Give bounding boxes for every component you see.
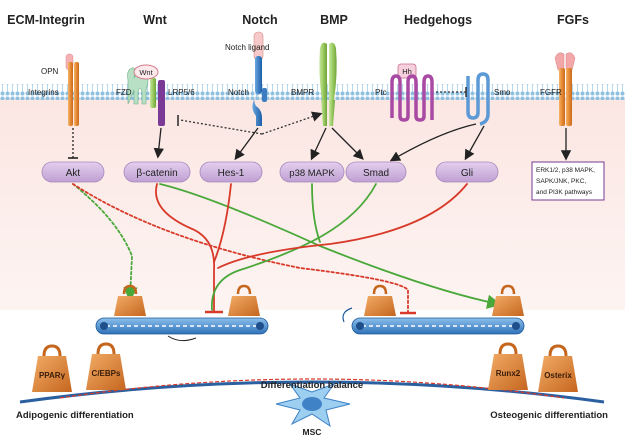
- label-osteogenic-differentiation: Osteogenic differentiation: [490, 410, 608, 421]
- notch-wnt-inhibition: [179, 119, 263, 135]
- osteo-weight-left: [364, 284, 396, 316]
- osteo-rotate-arrow: [342, 307, 353, 323]
- label-gli: Gli: [461, 168, 473, 179]
- fgf-box-line-3: and PI3K pathways: [536, 189, 593, 196]
- bmp-smad-arrow: [331, 127, 364, 160]
- akt-osteo-line: [72, 183, 409, 313]
- fgfr-receptor: [554, 52, 576, 126]
- wnt-bcatenin-arrow: [153, 127, 165, 159]
- adipo-weight-left: [114, 284, 146, 316]
- label-akt: Akt: [66, 168, 81, 179]
- effector-p38: [279, 161, 345, 183]
- bmp-receptor: [319, 42, 337, 126]
- weight-osterix: [538, 344, 578, 392]
- label-integrins: Integrins: [28, 88, 59, 97]
- fgf-pathways-box: [531, 161, 605, 201]
- notch-hes1-arrow: [234, 127, 259, 161]
- gli-adipo-line: [217, 183, 468, 269]
- label-differentiation-balance: Differentiation balance: [261, 380, 363, 391]
- fgf-box-line-2: SAPK/JNK, PKC,: [536, 178, 586, 185]
- label-smad: Smad: [363, 168, 389, 179]
- label-osterix: Osterix: [544, 371, 572, 380]
- effector-hes1: [199, 161, 263, 183]
- fgf-box-line-1: ERK1/2, p38 MAPK,: [536, 167, 595, 174]
- label-runx2: Runx2: [496, 369, 521, 378]
- label-pparg: PPARγ: [39, 371, 66, 380]
- label-lrp: LRP5/6: [168, 88, 195, 97]
- label-ptc: Ptc: [375, 88, 387, 97]
- smo-receptor: [466, 72, 490, 126]
- weight-runx2: [488, 342, 528, 390]
- akt-adipo-line: [72, 183, 138, 302]
- label-wnt-ligand: Wnt: [139, 68, 153, 77]
- effector-akt: [41, 161, 105, 183]
- effector-bcatenin: [123, 161, 191, 183]
- label-smo: Smo: [494, 88, 511, 97]
- smo-smad-arrow: [389, 123, 477, 162]
- integrin-receptor: [65, 53, 79, 126]
- adipo-tilt-arc: [167, 335, 197, 342]
- ptc-receptor: [390, 74, 434, 122]
- notch-receptor: [252, 56, 267, 126]
- label-bmpr: BMPR: [291, 88, 314, 97]
- title-notch: Notch: [242, 13, 277, 27]
- title-wnt: Wnt: [143, 13, 167, 27]
- adipo-weight-right: [228, 284, 260, 316]
- label-adipogenic-differentiation: Adipogenic differentiation: [16, 410, 134, 421]
- label-hes1: Hes-1: [218, 168, 245, 179]
- osteo-conveyor: [351, 317, 525, 335]
- title-bmp: BMP: [320, 13, 348, 27]
- title-fgfs: FGFs: [557, 13, 589, 27]
- effector-gli: [435, 161, 499, 183]
- label-notch: Notch: [228, 88, 249, 97]
- title-hedgehogs: Hedgehogs: [404, 13, 472, 27]
- bmp-p38-arrow: [310, 127, 327, 161]
- adipo-conveyor: [95, 317, 269, 335]
- weight-cebp: [86, 342, 126, 390]
- osteo-weight-right: [492, 284, 524, 316]
- label-fgfr: FGFR: [540, 88, 562, 97]
- label-p38: p38 MAPK: [289, 168, 335, 179]
- label-opn: OPN: [41, 67, 59, 76]
- label-cebp: C/EBPs: [92, 369, 121, 378]
- label-notch-ligand: Notch ligand: [225, 43, 269, 52]
- msc-cell: [275, 382, 351, 428]
- hes1-adipo-line: [213, 183, 232, 263]
- smo-gli-arrow: [464, 125, 485, 161]
- label-hh: Hh: [402, 67, 412, 76]
- bcatenin-adipo-line: [155, 183, 215, 313]
- title-ecm-integrin: ECM-Integrin: [7, 13, 85, 27]
- label-bcatenin: β-catenin: [136, 168, 177, 179]
- label-fzd: FZD: [116, 88, 132, 97]
- wnt-ligand: [133, 64, 159, 80]
- label-msc: MSC: [303, 427, 322, 437]
- effector-smad: [345, 161, 407, 183]
- smad-merge-line: [211, 183, 377, 311]
- weight-pparg: [32, 344, 72, 392]
- bcatenin-osteo-line: [159, 183, 502, 309]
